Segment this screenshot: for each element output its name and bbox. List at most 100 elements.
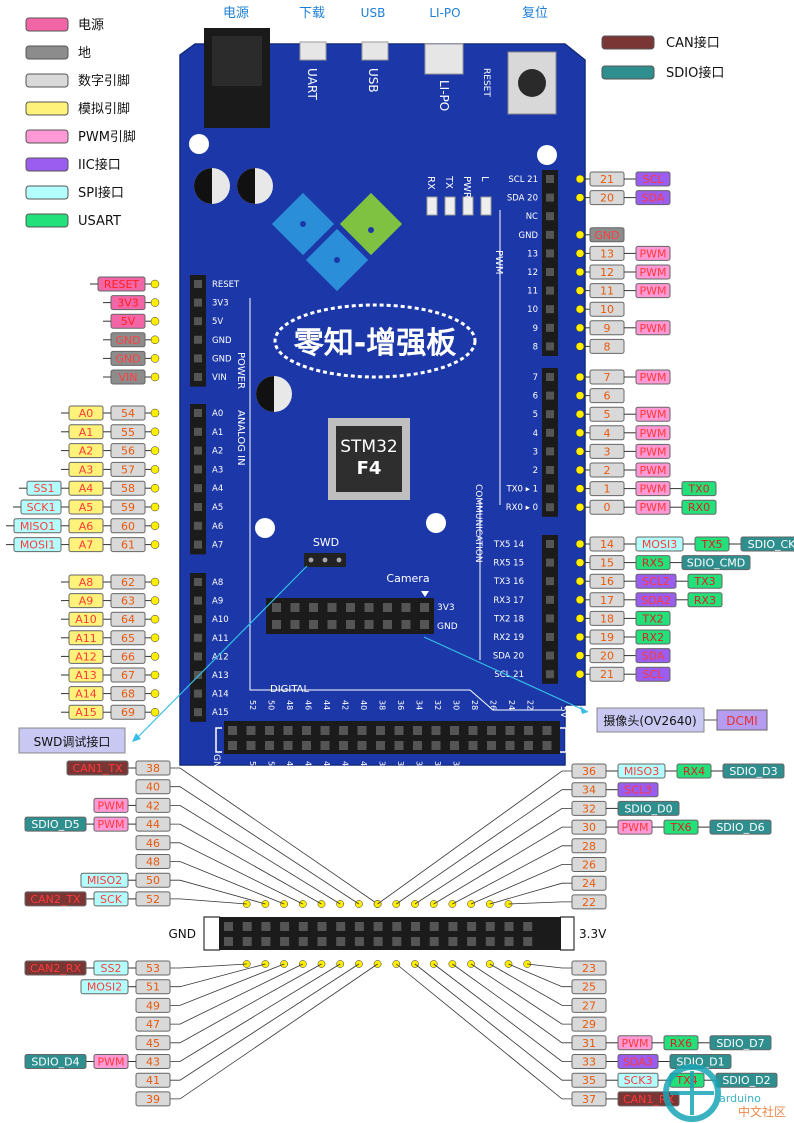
header-pin (504, 922, 514, 931)
pin-label: 10 (527, 305, 538, 315)
pin-tag (135, 779, 171, 795)
led (426, 196, 438, 216)
header-pin (546, 268, 554, 276)
watermark-cn: 中文社区 (738, 1104, 786, 1119)
header-pin (485, 937, 495, 946)
pin-tag (571, 894, 607, 910)
header-pin (272, 603, 281, 612)
camera-gnd: GND (437, 622, 458, 632)
pin-tag-label: 36 (582, 765, 596, 778)
header-pin (290, 603, 300, 612)
pin-dot (150, 652, 160, 661)
legend-label: IIC接口 (78, 157, 121, 173)
header-pin (302, 741, 311, 750)
pin-tag-label: CAN2_RX (30, 962, 82, 975)
pin-tag-label: 23 (582, 962, 596, 975)
pin-label: A5 (212, 503, 223, 513)
pin-tag (80, 979, 129, 995)
fan-wire (470, 864, 572, 905)
pin-number: 31 (452, 761, 461, 771)
pin-tag-label: 44 (146, 818, 160, 831)
pin-tag (135, 854, 171, 869)
header-pin (280, 922, 290, 931)
pin-label: RX0 ▸ 0 (506, 503, 538, 513)
legend-label: 电源 (78, 18, 104, 33)
header-pin (346, 603, 355, 612)
header-pin (194, 280, 202, 288)
pin-tag-label: A0 (79, 407, 94, 420)
pin-label: A15 (212, 708, 229, 718)
pin-label: TX0 ▸ 1 (505, 485, 538, 495)
pin-tag (24, 960, 87, 976)
pin-tag-label: TX4 (675, 1074, 697, 1087)
pin-dot (150, 483, 160, 493)
pin-tag-label: 2 (604, 464, 611, 477)
pin-label: TX5 14 (493, 540, 524, 550)
header-pin (411, 937, 420, 946)
pin-dot (150, 670, 160, 680)
board-gnd-text: GND (211, 754, 221, 775)
pin-tag-label: 25 (582, 981, 596, 994)
header-pin (546, 193, 554, 202)
header-pin (468, 741, 478, 750)
pin-tag-label: A2 (79, 445, 94, 458)
expansion-header: GND 3.3V (168, 916, 607, 951)
fan-wire (489, 882, 572, 905)
power-text: POWER (235, 352, 246, 389)
pin-label: GND (519, 231, 539, 241)
header-pin (283, 726, 293, 735)
pin-label: TX3 16 (493, 577, 524, 587)
header-pin (546, 577, 554, 586)
pin-dot (150, 633, 160, 643)
board-title: 零知-增强板 (294, 326, 456, 361)
pin-tag-label: A9 (79, 595, 94, 608)
pin-dot (575, 614, 585, 623)
legend-label: USART (78, 214, 121, 229)
legend-label: 模拟引脚 (78, 101, 130, 117)
pin-dot (150, 707, 160, 717)
pin-label: NC (526, 212, 538, 222)
led-label: RX (425, 176, 436, 190)
pin-tag (681, 481, 717, 497)
capacitor (256, 376, 292, 412)
mcu-chip: STM32 F4 (328, 418, 410, 500)
pin-tag-label: SDA (642, 650, 665, 663)
header-pin (546, 175, 554, 183)
header-pin (317, 922, 327, 931)
pin-label: A3 (212, 465, 223, 475)
pin-dot (150, 279, 160, 289)
pin-tag-label: MOSI1 (20, 539, 55, 552)
header-pin (413, 741, 422, 750)
watermark-text: arduino (719, 1092, 761, 1105)
swd-label: SWD (313, 536, 339, 549)
pin-label: A14 (212, 690, 229, 700)
pin-dot (150, 354, 160, 363)
header-pin (194, 335, 202, 344)
pin-number: 51 (267, 761, 276, 771)
pin-tag-label: PWM (621, 821, 648, 834)
pin-header (542, 535, 558, 684)
pin-dot (575, 502, 585, 512)
header-pin (487, 726, 496, 735)
pin-tag-label: PWM (97, 818, 124, 831)
legend-swatch (601, 35, 655, 50)
pin-tag-label: A1 (79, 426, 94, 439)
expansion-3v3: 3.3V (579, 927, 607, 941)
header-pin (485, 922, 495, 931)
pin-label: 7 (533, 373, 538, 383)
header-pin (450, 741, 459, 750)
pin-tag (66, 760, 129, 776)
legend-label: 数字引脚 (78, 73, 130, 89)
header-pin (394, 726, 404, 735)
pin-label: TX2 18 (493, 614, 524, 624)
pin-tag-label: 24 (582, 877, 596, 890)
pin-tag-label: 48 (146, 856, 160, 869)
pin-tag (681, 499, 717, 515)
camera-callout: 摄像头(OV2640) DCMI (596, 707, 768, 733)
header-pin (194, 465, 202, 474)
pin-label: 5V (212, 317, 223, 327)
header-pin (542, 726, 552, 735)
pin-dot (150, 596, 160, 605)
pin-tag-label: SCL3 (624, 784, 652, 797)
